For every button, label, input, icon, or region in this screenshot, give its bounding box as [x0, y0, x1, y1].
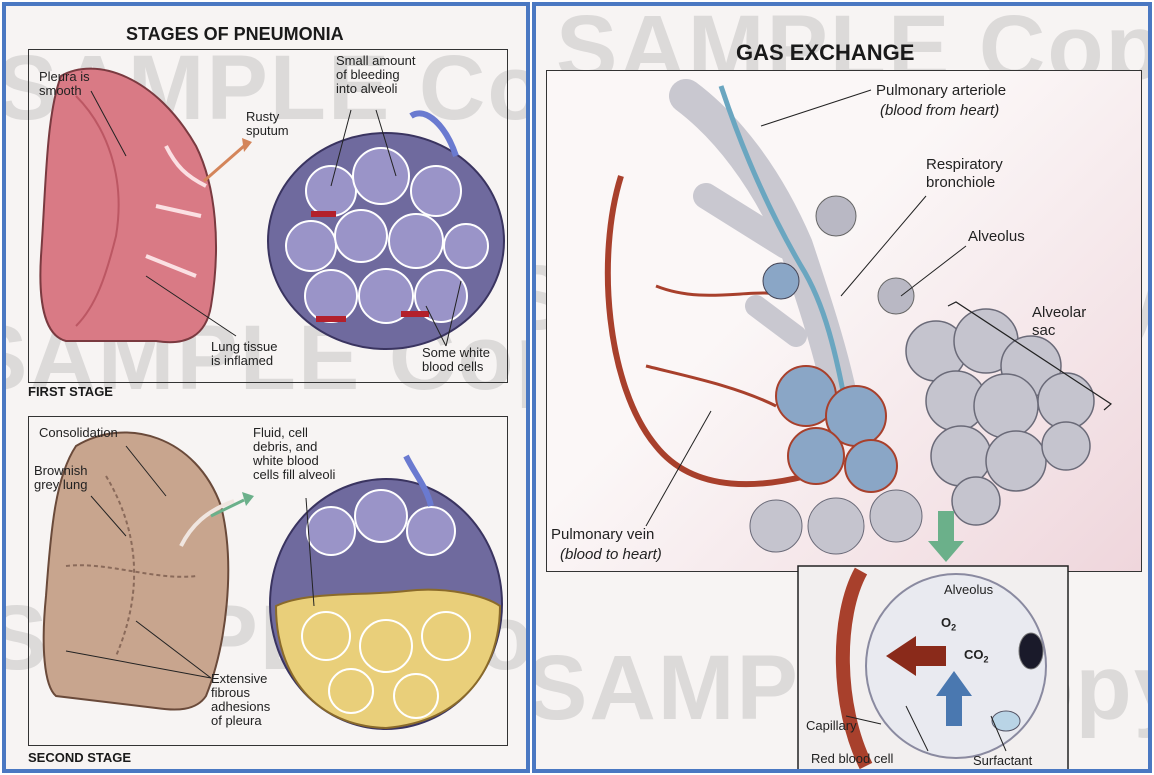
brownish-lung-label: Brownish grey lung [34, 464, 87, 492]
alveolar-sac [906, 309, 1094, 525]
alveolar-sac-label: Alveolar sac [1032, 304, 1086, 340]
red-blood-cell-label: Red blood cell [811, 752, 893, 766]
gas-exchange-illustration [536, 6, 1148, 769]
inset-alveolus-label: Alveolus [944, 583, 993, 597]
adhesions-label: Extensive fibrous adhesions of pleura [211, 672, 270, 728]
alveolus-cross-section [866, 574, 1046, 758]
bronchiole-label: Respiratory bronchiole [926, 156, 1003, 192]
fluid-debris [276, 590, 500, 728]
inset-arrow [938, 511, 954, 541]
pulmonary-vein-label: Pulmonary vein [551, 528, 654, 542]
o2-label: O2 [941, 616, 956, 635]
second-stage-illustration [6, 6, 526, 769]
stages-of-pneumonia-panel: SAMPLE Copyright MediVisuals SAMPLE Copy… [2, 2, 530, 773]
arteriole-label: Pulmonary arteriole [876, 82, 1006, 99]
gas-exchange-panel: SAMPLE Copyright MediVisuals SAMPLE Copy… [532, 2, 1152, 773]
arteriole-note: (blood from heart) [880, 102, 999, 119]
co2-label: CO2 [964, 648, 989, 667]
second-stage-label: SECOND STAGE [28, 750, 131, 765]
capillary-covered-alveoli [750, 366, 922, 554]
surfactant-label: Surfactant [973, 754, 1032, 768]
pulmonary-vein-note: (blood to heart) [560, 548, 662, 562]
consolidation-label: Consolidation [39, 426, 118, 440]
capillary-label: Capillary [806, 719, 857, 733]
alveolus-label: Alveolus [968, 230, 1025, 244]
fluid-debris-label: Fluid, cell debris, and white blood cell… [253, 426, 335, 482]
